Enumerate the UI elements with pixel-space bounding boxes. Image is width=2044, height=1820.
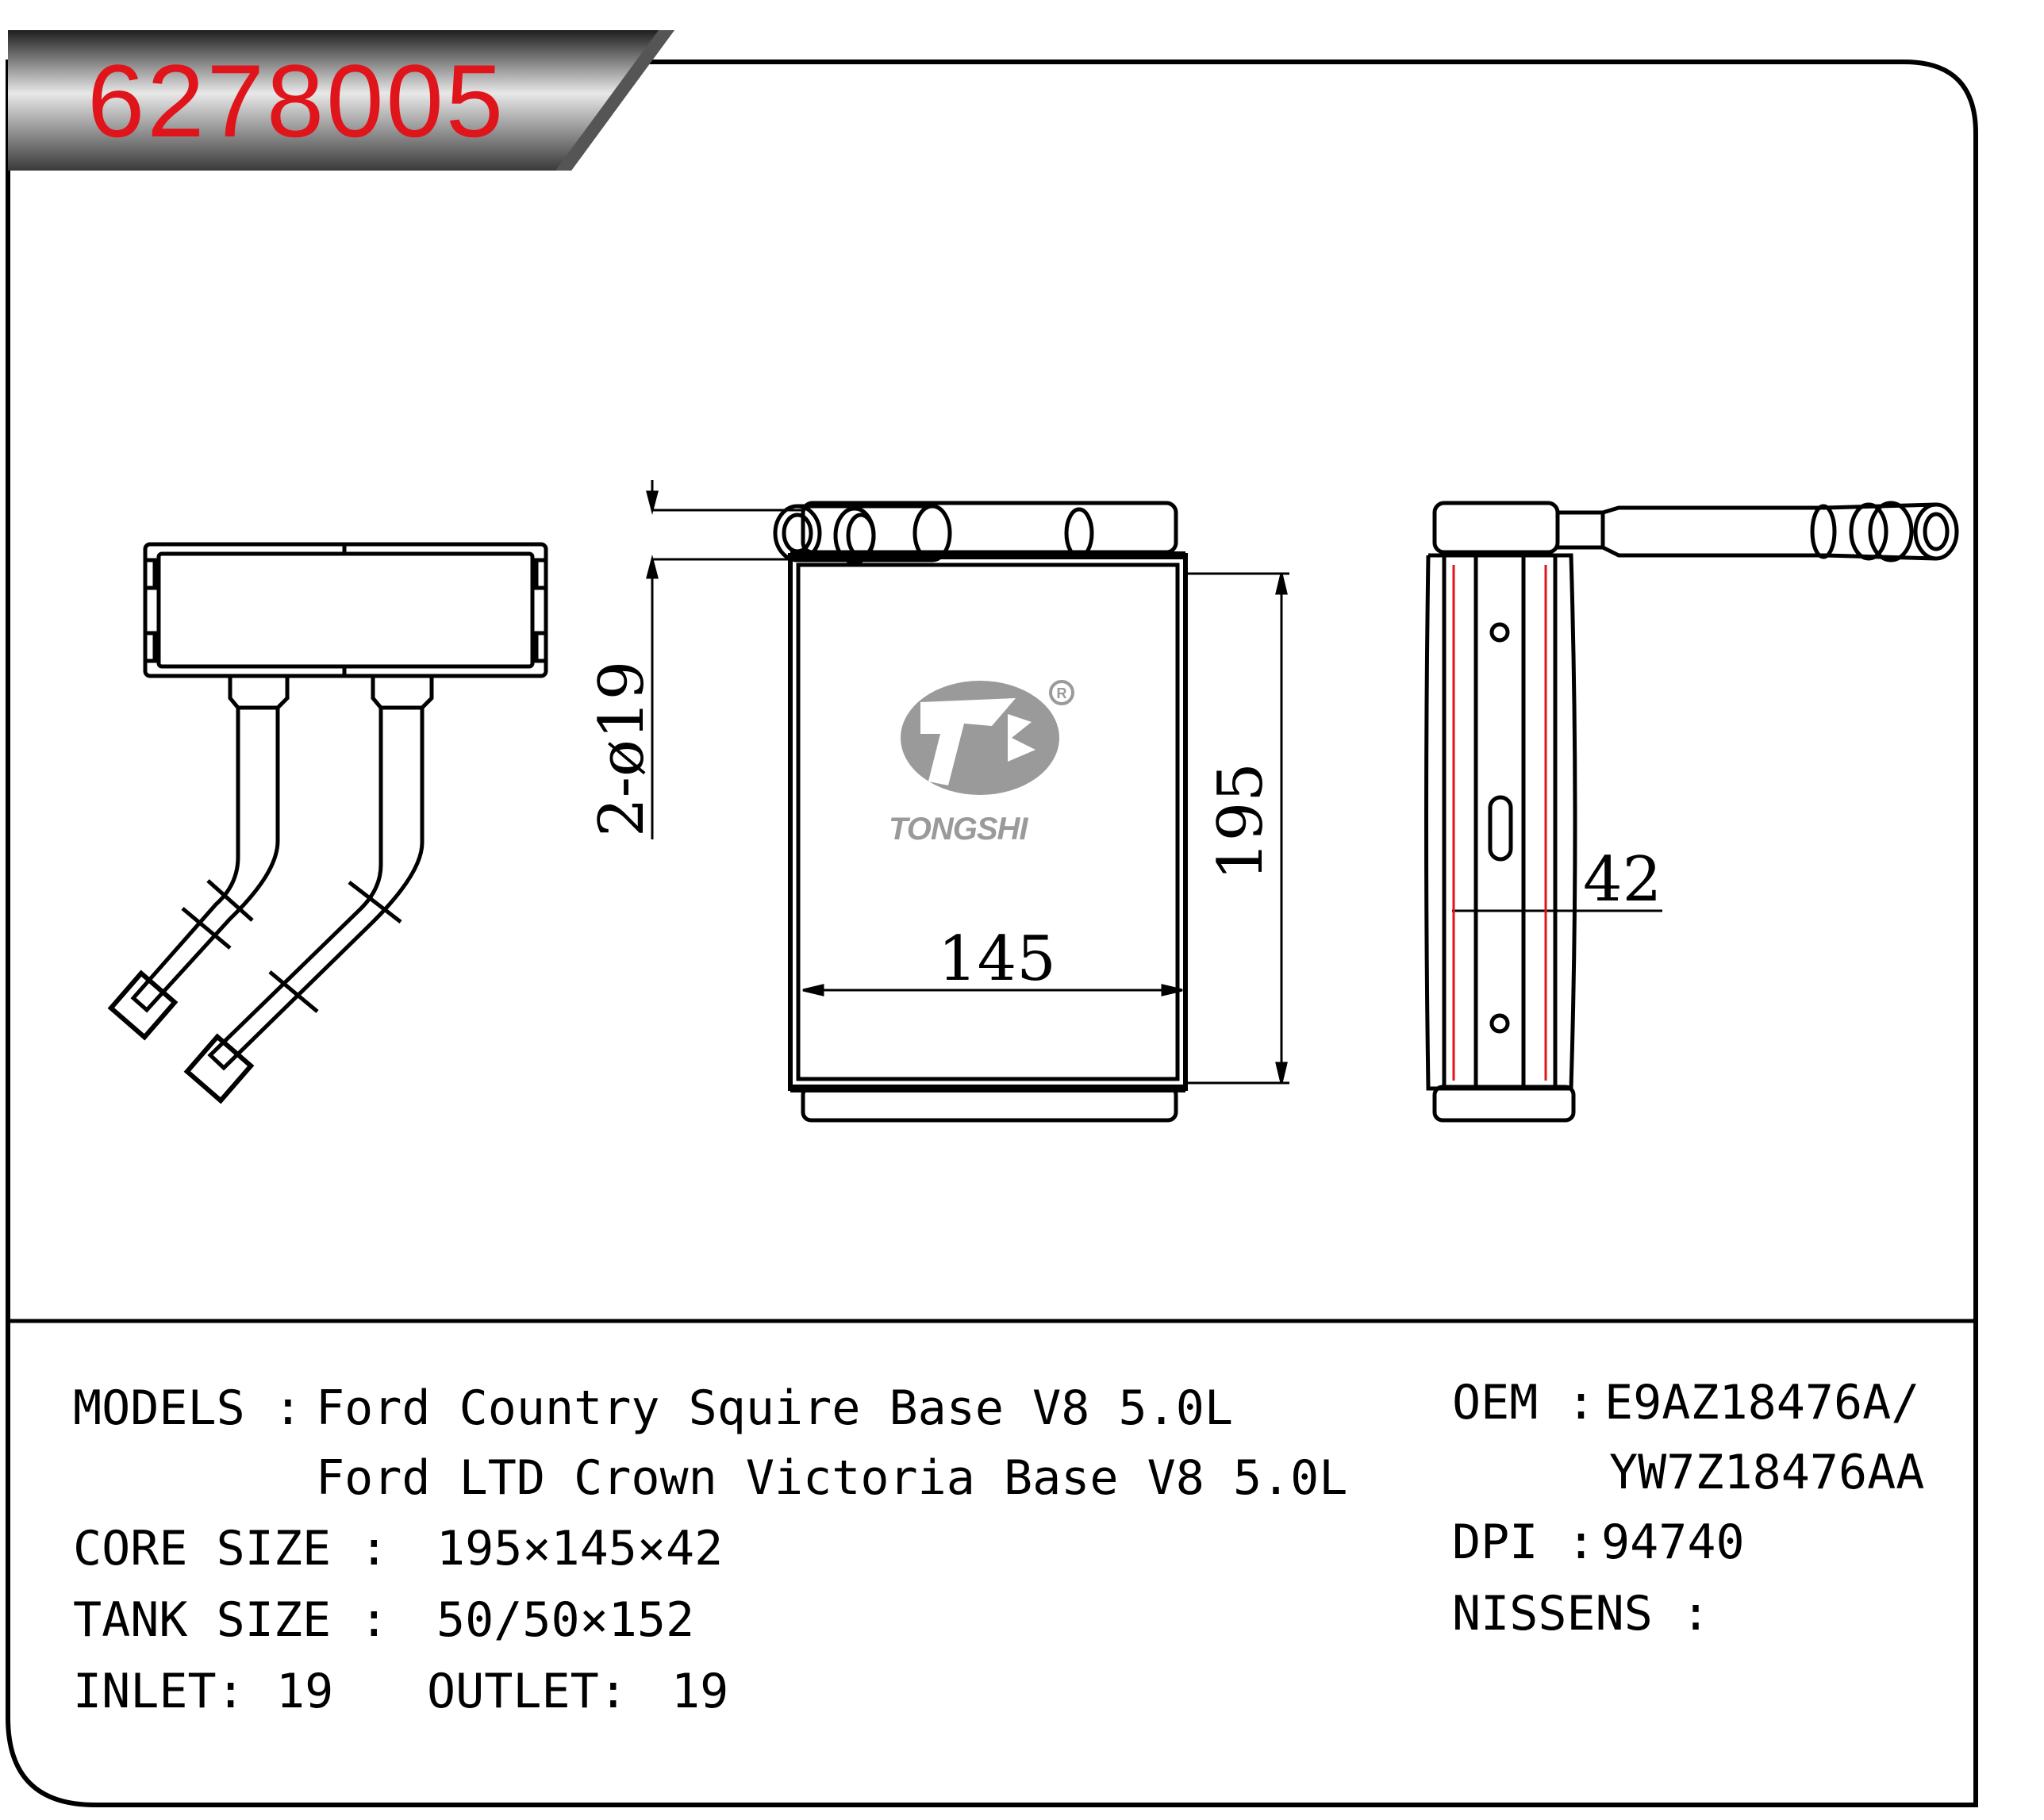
brand-wordmark: TONGSHI bbox=[889, 812, 1028, 847]
oem-value-1: E9AZ18476A/ bbox=[1604, 1375, 1920, 1430]
front-view bbox=[773, 501, 1188, 1123]
oem-value-2: YW7Z18476AA bbox=[1609, 1445, 1925, 1500]
tank-size-label: TANK SIZE : bbox=[73, 1592, 389, 1648]
part-number: 6278005 bbox=[87, 43, 506, 159]
dpi-value: 94740 bbox=[1601, 1515, 1745, 1570]
dpi-label: DPI : bbox=[1452, 1515, 1596, 1570]
top-view bbox=[107, 542, 548, 1104]
tongshi-logo: R TONGSHI bbox=[889, 680, 1074, 847]
outlet-pipe bbox=[207, 676, 434, 1071]
dim-depth-label: 42 bbox=[1583, 844, 1662, 916]
inlet-pipe bbox=[130, 676, 290, 1013]
side-core bbox=[1442, 553, 1558, 1091]
inlet-pipe-end bbox=[107, 970, 179, 1041]
inlet-value: 19 bbox=[276, 1664, 334, 1719]
nissens-label: NISSENS : bbox=[1452, 1586, 1711, 1641]
side-tank-top bbox=[1432, 501, 1560, 555]
svg-text:R: R bbox=[1057, 685, 1067, 701]
title-banner bbox=[8, 30, 674, 171]
oem-label: OEM : bbox=[1452, 1375, 1596, 1430]
outlet-label: OUTLET: bbox=[427, 1664, 628, 1719]
side-view bbox=[1424, 501, 1959, 1123]
title-banner-edge bbox=[555, 30, 674, 171]
dim-height-label: 195 bbox=[1205, 762, 1277, 881]
inlet-label: INLET: bbox=[73, 1664, 245, 1719]
dimension-lines bbox=[646, 480, 1662, 1085]
core-size-label: CORE SIZE : bbox=[73, 1521, 389, 1576]
side-tank-bottom bbox=[1432, 1085, 1576, 1123]
core-size-value: 195×145×42 bbox=[436, 1521, 724, 1576]
outlet-value: 19 bbox=[671, 1664, 729, 1719]
dim-inlet-label: 2-ø19 bbox=[586, 661, 658, 837]
model-line-2: Ford LTD Crown Victoria Base V8 5.0L bbox=[316, 1450, 1348, 1506]
dim-width-label: 145 bbox=[938, 923, 1056, 995]
outlet-pipe-end bbox=[183, 1033, 255, 1104]
top-view-tank bbox=[143, 542, 548, 678]
models-label: MODELS : bbox=[73, 1380, 302, 1436]
outer-frame bbox=[6, 60, 1978, 1807]
side-pipe bbox=[1558, 505, 1825, 558]
tank-size-value: 50/50×152 bbox=[436, 1592, 695, 1648]
model-line-1: Ford Country Squire Base V8 5.0L bbox=[316, 1380, 1233, 1436]
